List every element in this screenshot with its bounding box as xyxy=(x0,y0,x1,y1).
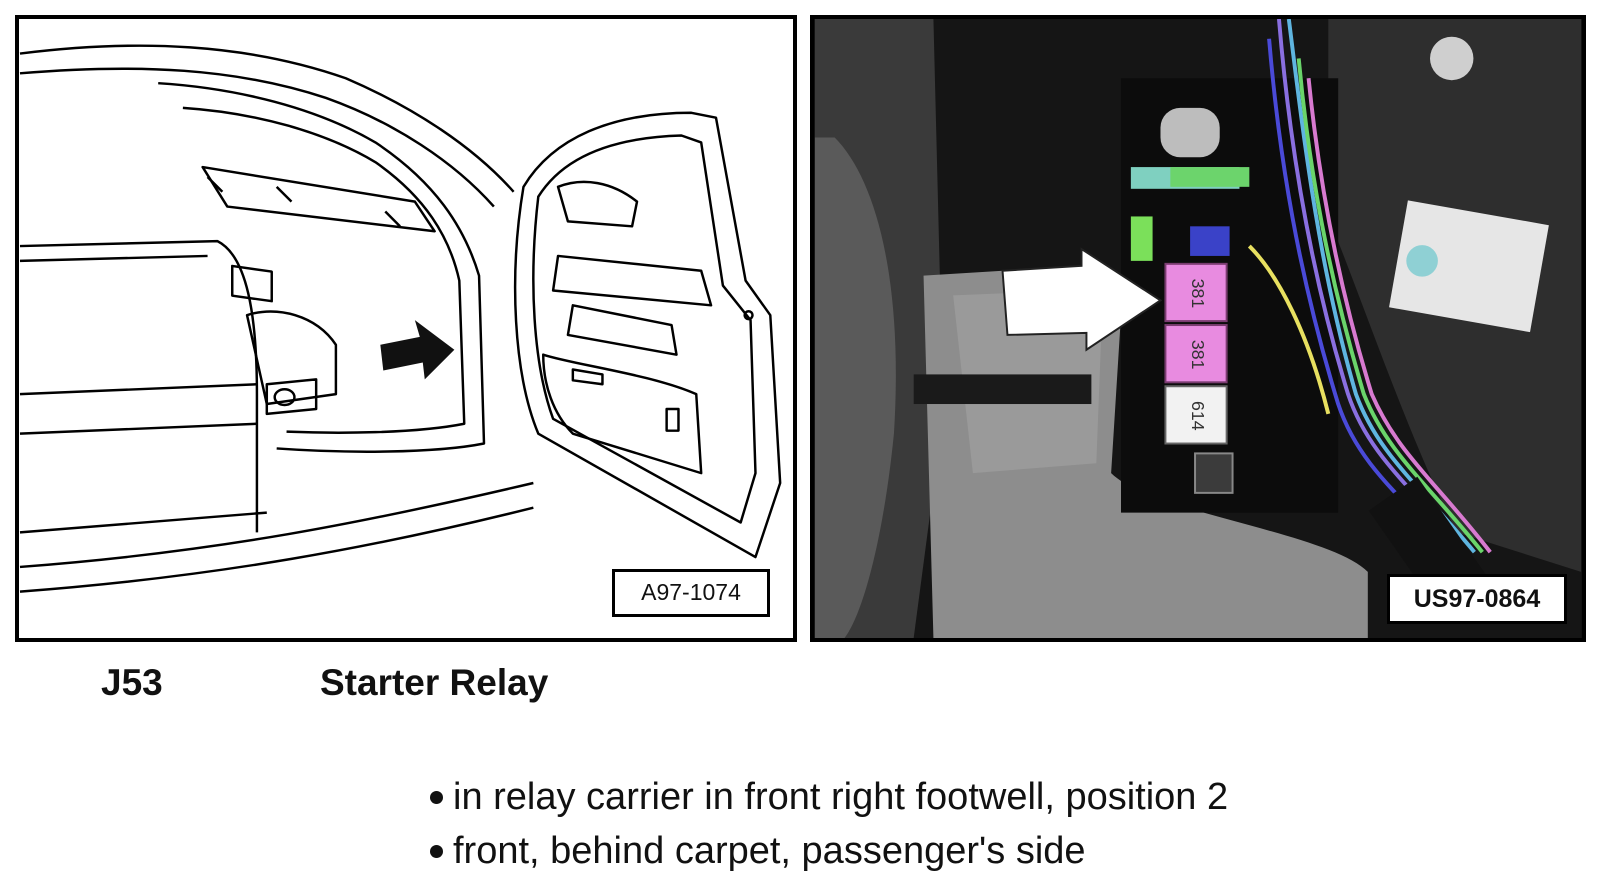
figure-reference-left: A97-1074 xyxy=(612,569,770,617)
list-item: in relay carrier in front right footwell… xyxy=(430,770,1228,824)
svg-text:614: 614 xyxy=(1188,401,1208,431)
svg-text:381: 381 xyxy=(1188,340,1208,370)
drawing-figure-left: A97-1074 xyxy=(15,15,797,642)
relay-carrier-photo: 381 381 614 xyxy=(814,19,1582,638)
svg-text:381: 381 xyxy=(1188,279,1208,309)
component-code: J53 xyxy=(101,662,163,703)
car-door-drawing xyxy=(19,44,782,593)
note-text: front, behind carpet, passenger's side xyxy=(453,830,1086,872)
note-text: in relay carrier in front right footwell… xyxy=(453,776,1229,818)
figure-reference-right: US97-0864 xyxy=(1387,574,1567,624)
arrow-icon xyxy=(380,320,455,380)
relay-614: 614 xyxy=(1164,385,1228,445)
bullet-icon xyxy=(430,844,443,858)
arrow-icon xyxy=(1001,247,1163,352)
list-item: front, behind carpet, passenger's side xyxy=(430,824,1228,878)
relay-381-bottom: 381 xyxy=(1164,324,1228,384)
location-notes: in relay carrier in front right footwell… xyxy=(430,770,1228,878)
bullet-icon xyxy=(430,790,443,804)
component-name: Starter Relay xyxy=(320,662,549,703)
photo-figure-right: 381 381 614 US97-0864 xyxy=(810,15,1586,642)
relay-381-top: 381 xyxy=(1164,262,1228,323)
